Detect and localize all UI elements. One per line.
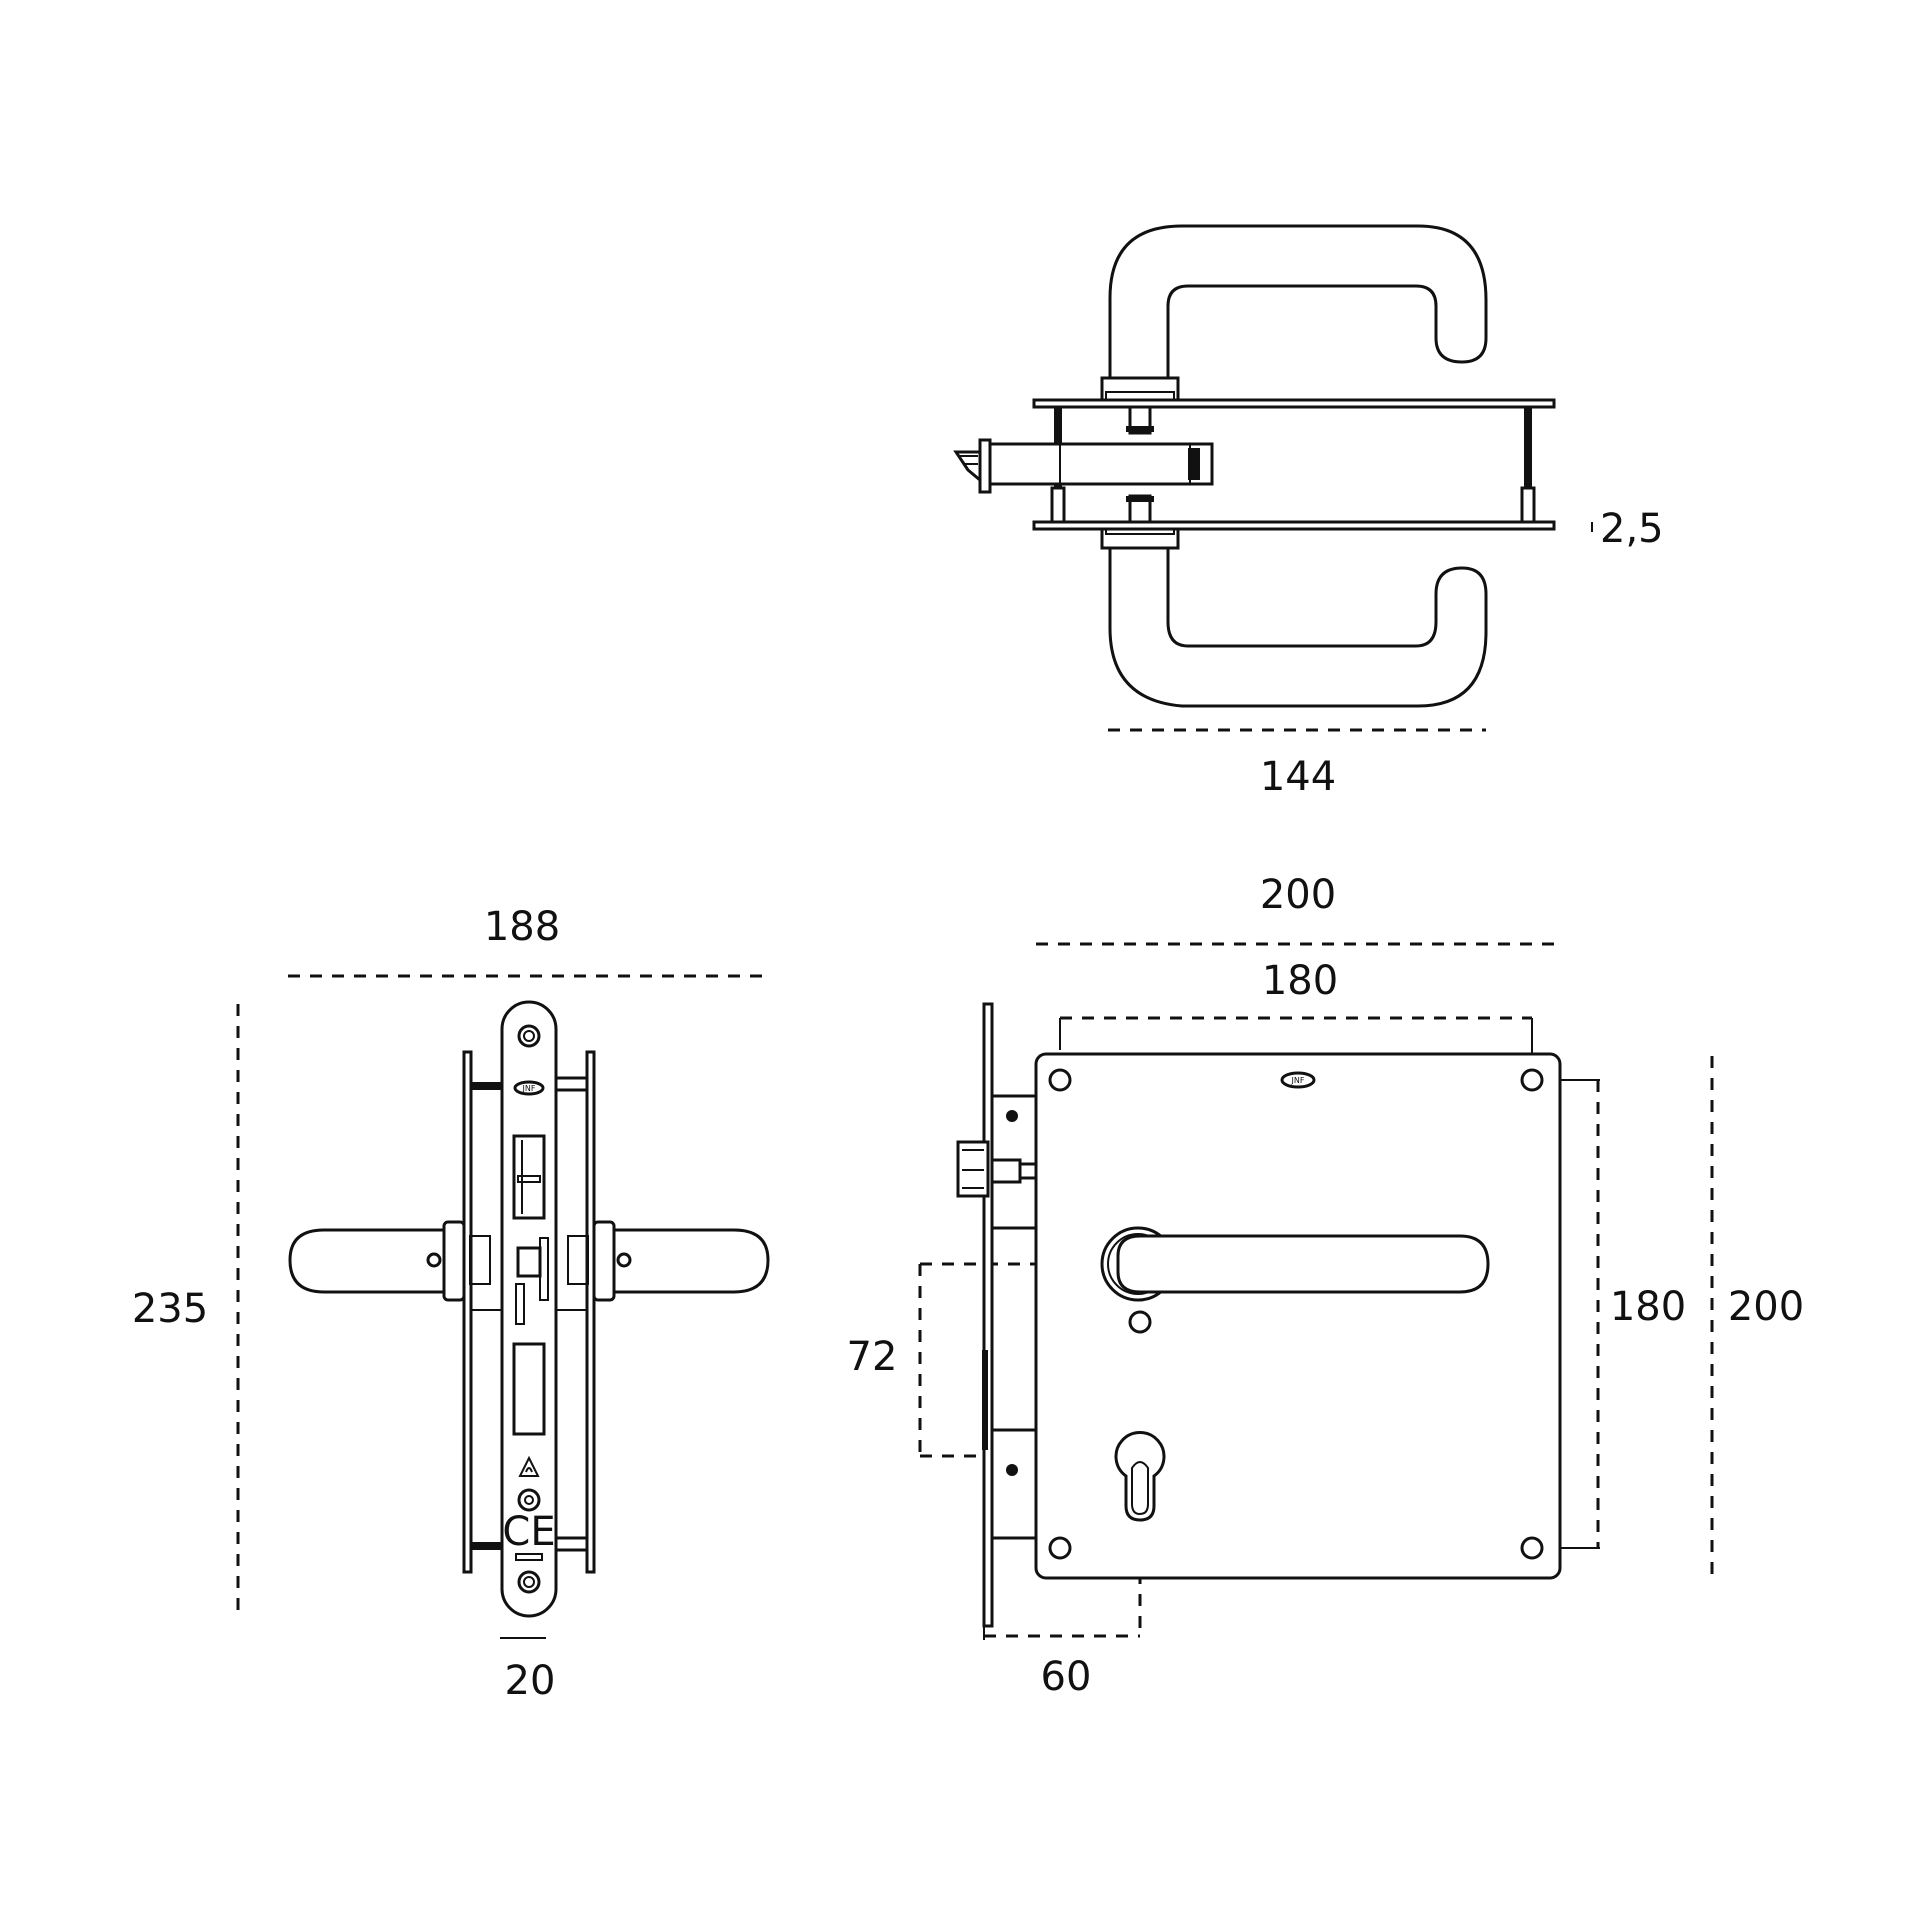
front-latch-tail (1018, 1162, 1038, 1180)
front-hole-tl (1048, 1068, 1072, 1092)
front-lock-rivet-top (1006, 1110, 1018, 1122)
front-lever (1116, 1234, 1490, 1294)
front-lock-rivet-bottom (1006, 1464, 1018, 1476)
top-upper-lever (1108, 224, 1488, 380)
dim-20: 20 (505, 1658, 556, 1704)
top-lower-lever (1108, 546, 1488, 708)
dim-200-height: 200 (1728, 1284, 1804, 1330)
front-forend-slot (982, 1350, 988, 1450)
top-bolt-right (1524, 408, 1532, 488)
edge-rose-left (442, 1220, 466, 1302)
edge-neck-right (567, 1235, 589, 1285)
dim-180-width: 180 (1262, 958, 1338, 1004)
edge-lever-right (608, 1228, 770, 1294)
edge-cyl-screw (517, 1488, 541, 1512)
top-lock-body (988, 442, 1214, 486)
dim-180-height: 180 (1610, 1284, 1686, 1330)
edge-plate-left (462, 1050, 473, 1574)
top-spindle-collar-upper (1126, 426, 1154, 432)
edge-view: 188 235 20 JNF (132, 904, 770, 1704)
dim-72: 72 (847, 1334, 898, 1380)
edge-lever-left (288, 1228, 450, 1294)
edge-bolt-br (553, 1536, 589, 1552)
edge-engraving-2 (515, 1283, 525, 1325)
top-view: 2,5 144 (953, 224, 1664, 800)
edge-bolt-tl (471, 1082, 501, 1090)
top-spindle-collar-lower (1126, 496, 1154, 502)
edge-ce-mark: CE (502, 1509, 555, 1555)
dim-235: 235 (132, 1286, 208, 1332)
front-latch-body (990, 1158, 1022, 1184)
front-rose-screw (1128, 1310, 1152, 1334)
edge-fix-screw-top (517, 1024, 541, 1048)
front-backplate (1034, 1052, 1562, 1580)
dim-200-width: 200 (1260, 872, 1336, 918)
edge-follower (516, 1246, 542, 1278)
front-latch-lines (962, 1149, 984, 1189)
front-brand-text: JNF (1291, 1076, 1305, 1085)
edge-cyl-screw-inner (524, 1495, 534, 1505)
edge-plate-right (585, 1050, 596, 1574)
edge-brand-logo (513, 1080, 545, 1096)
edge-ce-code (515, 1553, 543, 1561)
top-lock-back (1188, 448, 1200, 480)
top-latch-hatch (960, 455, 978, 465)
front-view: 200 180 180 200 72 60 (847, 872, 1805, 1700)
edge-screw-right (616, 1252, 632, 1268)
edge-bolt-tr (553, 1076, 589, 1092)
top-latch-bolt (953, 450, 982, 484)
front-hole-br (1520, 1536, 1544, 1560)
edge-bolt-bl (471, 1542, 501, 1550)
edge-screw-left (426, 1252, 442, 1268)
dim-thickness: 2,5 (1600, 506, 1664, 552)
edge-fix-screw-bottom (517, 1570, 541, 1594)
front-hole-bl (1048, 1536, 1072, 1560)
top-bolt-left-sleeve (1050, 486, 1066, 524)
edge-fix-screw-top-inner (523, 1030, 535, 1042)
front-cylinder-inner (1131, 1461, 1149, 1516)
edge-neck-left (469, 1235, 491, 1285)
front-brand-logo (1280, 1071, 1316, 1089)
top-bolt-right-sleeve (1520, 486, 1536, 524)
dim-188: 188 (484, 904, 560, 950)
edge-fire-icon (518, 1455, 540, 1477)
front-lock-case-bottom (990, 1428, 1038, 1540)
edge-brand-text: JNF (522, 1084, 536, 1093)
dim-60: 60 (1041, 1654, 1092, 1700)
edge-engraving (539, 1237, 549, 1301)
top-lower-plate (1032, 520, 1556, 531)
edge-latch-slot (517, 1175, 541, 1183)
top-upper-plate (1032, 398, 1556, 409)
front-cylinder-hole (1114, 1431, 1166, 1522)
edge-deadbolt (512, 1342, 546, 1436)
dim-144: 144 (1260, 754, 1336, 800)
top-upper-rose (1100, 376, 1180, 402)
edge-rose-right (592, 1220, 616, 1302)
front-hole-tr (1520, 1068, 1544, 1092)
edge-fix-screw-bottom-inner (523, 1576, 535, 1588)
